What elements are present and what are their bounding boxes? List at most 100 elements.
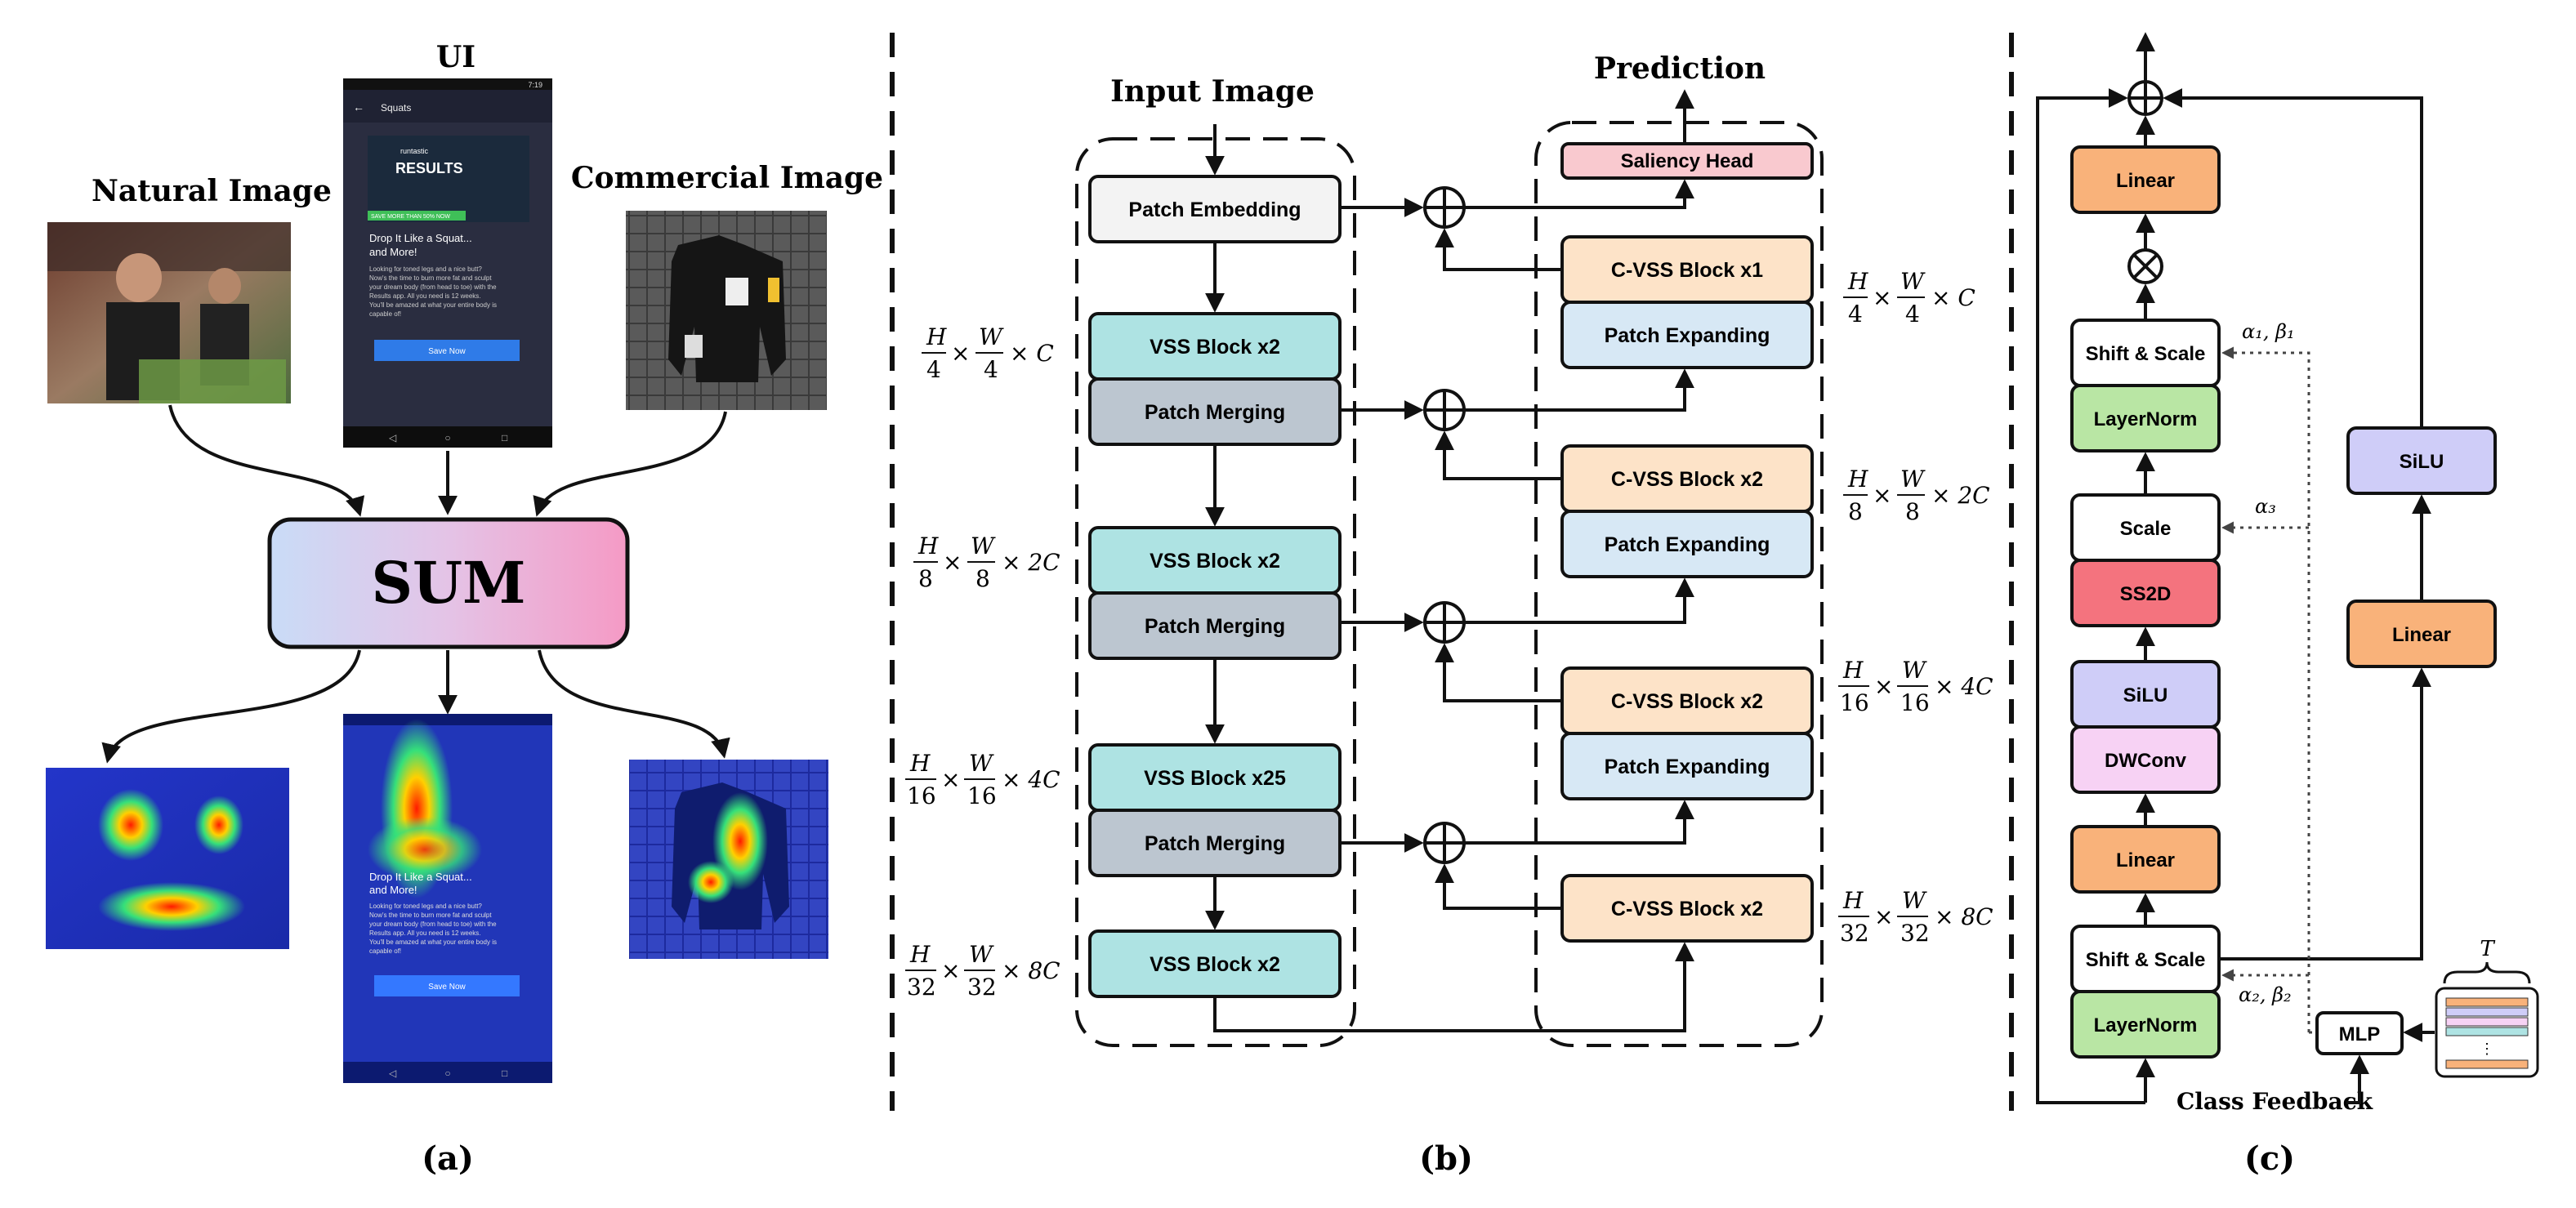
svg-text:W: W bbox=[1902, 657, 1927, 684]
svg-text:8: 8 bbox=[1848, 498, 1863, 525]
svg-text:16: 16 bbox=[1840, 689, 1869, 716]
svg-text:MLP: MLP bbox=[2339, 1023, 2381, 1045]
svg-text:16: 16 bbox=[907, 782, 936, 809]
shift-scale-block-top: Shift & Scale bbox=[2070, 319, 2221, 387]
tokens-t-label: T bbox=[2480, 937, 2495, 961]
svg-text:LayerNorm: LayerNorm bbox=[2094, 1014, 2198, 1036]
back-arrow-icon: ← bbox=[353, 100, 364, 114]
natural-saliency-map bbox=[46, 768, 289, 949]
vss-block-3: VSS Block x25 bbox=[1088, 743, 1342, 812]
svg-text:C-VSS Block x2: C-VSS Block x2 bbox=[1611, 690, 1763, 713]
arrow-silu-right-to-add bbox=[2163, 88, 2423, 428]
caption-c: (c) bbox=[2244, 1139, 2295, 1178]
svg-text:H: H bbox=[1847, 268, 1868, 295]
cvss-block-1: C-VSS Block x1 bbox=[1560, 235, 1814, 304]
arrow-feedback-to-mlp bbox=[2346, 1054, 2369, 1104]
add-node-2 bbox=[1423, 389, 1466, 431]
dim-label-left-4: H 32 × W 32 × 8C bbox=[905, 941, 1060, 1001]
map-body-line: your dream body (from head to toe) with … bbox=[369, 920, 497, 928]
svg-text:×: × bbox=[1874, 903, 1893, 930]
natural-image-label: Natural Image bbox=[92, 174, 332, 208]
svg-text:× 2C: × 2C bbox=[1002, 549, 1060, 576]
svg-text:H: H bbox=[917, 533, 939, 559]
caption-b: (b) bbox=[1419, 1139, 1473, 1178]
svg-text:H: H bbox=[1842, 887, 1864, 914]
map-body-line: Looking for toned legs and a nice butt? bbox=[369, 903, 482, 910]
svg-text:SiLU: SiLU bbox=[2123, 684, 2168, 707]
map-save-now-label: Save Now bbox=[428, 983, 466, 992]
svg-text:×: × bbox=[1873, 284, 1891, 311]
svg-text:Linear: Linear bbox=[2392, 624, 2451, 646]
arrow-shift-to-linear-right bbox=[2219, 667, 2431, 961]
svg-text:× 8C: × 8C bbox=[1935, 903, 1993, 930]
svg-text:× C: × C bbox=[1010, 340, 1054, 367]
residual-add-node bbox=[2127, 80, 2163, 116]
svg-text:8: 8 bbox=[918, 565, 933, 592]
map-nav-back-icon: ◁ bbox=[389, 1068, 397, 1079]
arrow-bottleneck bbox=[1213, 942, 1694, 1032]
svg-text:H: H bbox=[909, 750, 931, 777]
svg-text:4: 4 bbox=[1848, 301, 1863, 328]
dotted-alpha1-beta1 bbox=[2221, 346, 2310, 1032]
cvss-block-4: C-VSS Block x2 bbox=[1560, 874, 1814, 943]
linear-block-top: Linear bbox=[2070, 145, 2221, 214]
svg-text:Linear: Linear bbox=[2116, 849, 2175, 871]
dwconv-block: DWConv bbox=[2070, 725, 2221, 794]
sum-model-box: SUM bbox=[267, 517, 630, 649]
patch-merging-block-3: Patch Merging bbox=[1088, 809, 1342, 877]
decoder-title: Prediction bbox=[1594, 51, 1766, 86]
svg-text:W: W bbox=[969, 750, 994, 777]
ui-label: UI bbox=[436, 40, 475, 74]
svg-text:VSS Block x2: VSS Block x2 bbox=[1150, 953, 1280, 976]
svg-text:32: 32 bbox=[1900, 920, 1930, 947]
svg-text:W: W bbox=[1900, 466, 1926, 493]
phone-status-time: 7:19 bbox=[528, 81, 542, 89]
dim-label-right-1: H 4 × W 4 × C bbox=[1843, 268, 1976, 328]
map-heading-line2: and More! bbox=[369, 884, 417, 896]
layernorm-block-top: LayerNorm bbox=[2070, 384, 2221, 452]
save-now-label: Save Now bbox=[428, 347, 466, 356]
phone-heading-line2: and More! bbox=[369, 246, 417, 258]
phone-body-line: your dream body (from head to toe) with … bbox=[369, 283, 497, 291]
patch-merging-block-2: Patch Merging bbox=[1088, 591, 1342, 660]
phone-heading-line1: Drop It Like a Squat... bbox=[369, 232, 472, 244]
svg-text:Patch Merging: Patch Merging bbox=[1145, 832, 1285, 855]
panel-a: Natural Image UI Commercial Image 7:19 ←… bbox=[46, 40, 883, 1178]
saliency-head-block: Saliency Head bbox=[1560, 142, 1814, 180]
banner-cta: SAVE MORE THAN 50% NOW bbox=[371, 214, 450, 220]
ui-phone-screenshot: 7:19 ← Squats runtastic RESULTS SAVE MOR… bbox=[343, 78, 552, 448]
ui-saliency-map: Drop It Like a Squat... and More! Lookin… bbox=[343, 714, 552, 1083]
dim-label-right-2: H 8 × W 8 × 2C bbox=[1843, 466, 1990, 525]
layernorm-block-bottom: LayerNorm bbox=[2070, 990, 2221, 1059]
svg-text:Shift & Scale: Shift & Scale bbox=[2086, 949, 2206, 971]
arrow-cvss2-to-add2 bbox=[1435, 430, 1562, 480]
dim-label-right-3: H 16 × W 16 × 4C bbox=[1838, 657, 1993, 716]
phone-body-line: capable of! bbox=[369, 310, 401, 318]
dim-label-left-1: H 4 × W 4 × C bbox=[922, 323, 1054, 383]
nav-back-icon: ◁ bbox=[389, 432, 397, 444]
panel-c: Linear Shift & Scale LayerNorm Scale SS2… bbox=[2036, 32, 2539, 1178]
save-now-button[interactable] bbox=[374, 340, 520, 361]
svg-text:8: 8 bbox=[975, 565, 990, 592]
arrow-sum-to-commercial-map bbox=[538, 649, 730, 759]
svg-text:16: 16 bbox=[967, 782, 997, 809]
cvss-block-2: C-VSS Block x2 bbox=[1560, 444, 1814, 513]
svg-text:Patch Expanding: Patch Expanding bbox=[1605, 756, 1770, 778]
mlp-block: MLP bbox=[2315, 1011, 2404, 1055]
svg-text:W: W bbox=[1900, 268, 1926, 295]
sum-label: SUM bbox=[371, 549, 525, 617]
vss-block-2: VSS Block x2 bbox=[1088, 526, 1342, 595]
class-feedback-label: Class Feedback bbox=[2176, 1088, 2373, 1115]
svg-text:16: 16 bbox=[1900, 689, 1930, 716]
dim-label-left-2: H 8 × W 8 × 2C bbox=[913, 533, 1060, 592]
svg-text:C-VSS Block x1: C-VSS Block x1 bbox=[1611, 259, 1763, 282]
svg-text:×: × bbox=[951, 340, 970, 367]
svg-text:× C: × C bbox=[1931, 284, 1976, 311]
scale-block: Scale bbox=[2070, 493, 2221, 562]
svg-text:VSS Block x25: VSS Block x25 bbox=[1144, 767, 1286, 790]
arrow-add3-to-expand2 bbox=[1464, 577, 1694, 624]
map-heading-line1: Drop It Like a Squat... bbox=[369, 871, 472, 883]
patch-expanding-block-3: Patch Expanding bbox=[1560, 732, 1814, 800]
svg-text:H: H bbox=[926, 323, 947, 350]
svg-text:SS2D: SS2D bbox=[2120, 583, 2172, 605]
